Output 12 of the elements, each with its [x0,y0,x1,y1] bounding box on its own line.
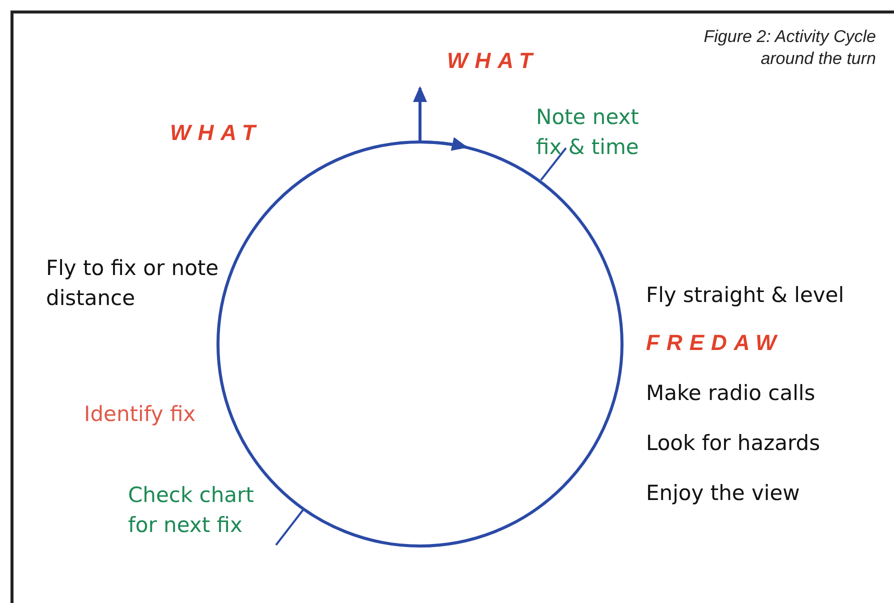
heading-label: WHAT [170,119,262,147]
heading-label: WHAT [447,47,540,75]
figure-caption: Figure 2: Activity Cycle around the turn [702,26,876,70]
step-label: Make radio calls [646,380,816,407]
step-label: Identify fix [84,401,196,428]
step-label: Note next fix & time [536,104,640,161]
step-label: Look for hazards [646,430,820,457]
heading-label: FREDAW [646,329,784,357]
step-label: Enjoy the view [646,480,800,507]
step-label: Fly straight & level [646,282,844,309]
step-label: Fly to fix or note distance [46,255,220,312]
step-label: Check chart for next fix [128,482,255,539]
